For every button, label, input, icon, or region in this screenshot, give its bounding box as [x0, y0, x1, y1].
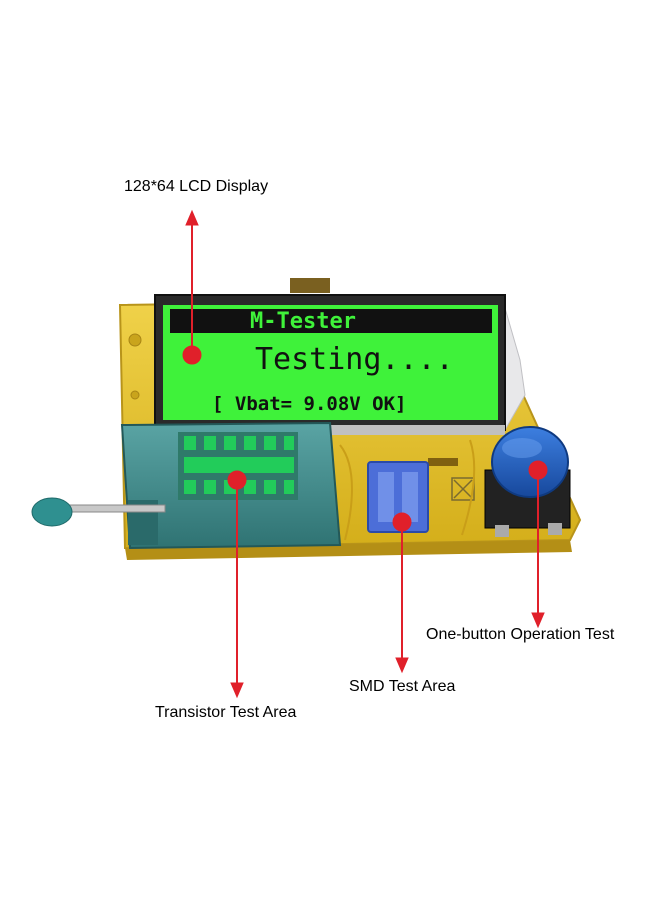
lcd-status: Testing.... — [255, 342, 454, 377]
lcd-module — [154, 278, 526, 435]
push-button — [484, 426, 571, 537]
smd-test-pad — [367, 461, 429, 533]
label-transistor-area: Transistor Test Area — [155, 704, 297, 721]
lcd-battery: [ Vbat= 9.08V OK] — [212, 393, 407, 415]
label-lcd-display: 128*64 LCD Display — [124, 178, 269, 195]
lcd-title: M-Tester — [250, 309, 356, 334]
zif-lever — [31, 497, 166, 527]
annotation-arrows — [182, 209, 548, 699]
label-one-button: One-button Operation Test — [426, 626, 615, 643]
label-smd-area: SMD Test Area — [349, 678, 456, 695]
